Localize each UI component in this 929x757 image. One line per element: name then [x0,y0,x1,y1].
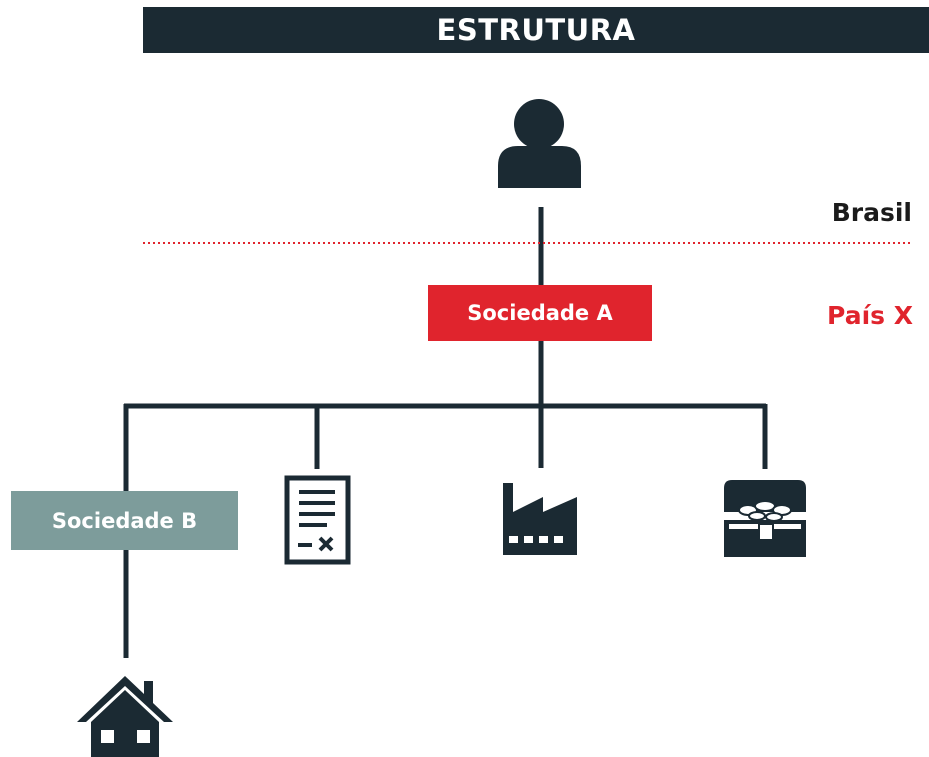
region-label-pais-x: País X [827,301,913,330]
connector-lines [123,207,768,658]
factory-icon [503,483,577,555]
company-b-box: Sociedade B [11,491,238,550]
document-icon [284,475,351,565]
region-label-brasil: Brasil [831,198,912,227]
person-icon [498,99,581,188]
header-bar: ESTRUTURA [143,7,929,53]
page-title: ESTRUTURA [436,13,636,47]
company-a-box: Sociedade A [428,285,652,341]
house-icon [77,676,173,757]
treasure-chest-icon [724,480,806,557]
